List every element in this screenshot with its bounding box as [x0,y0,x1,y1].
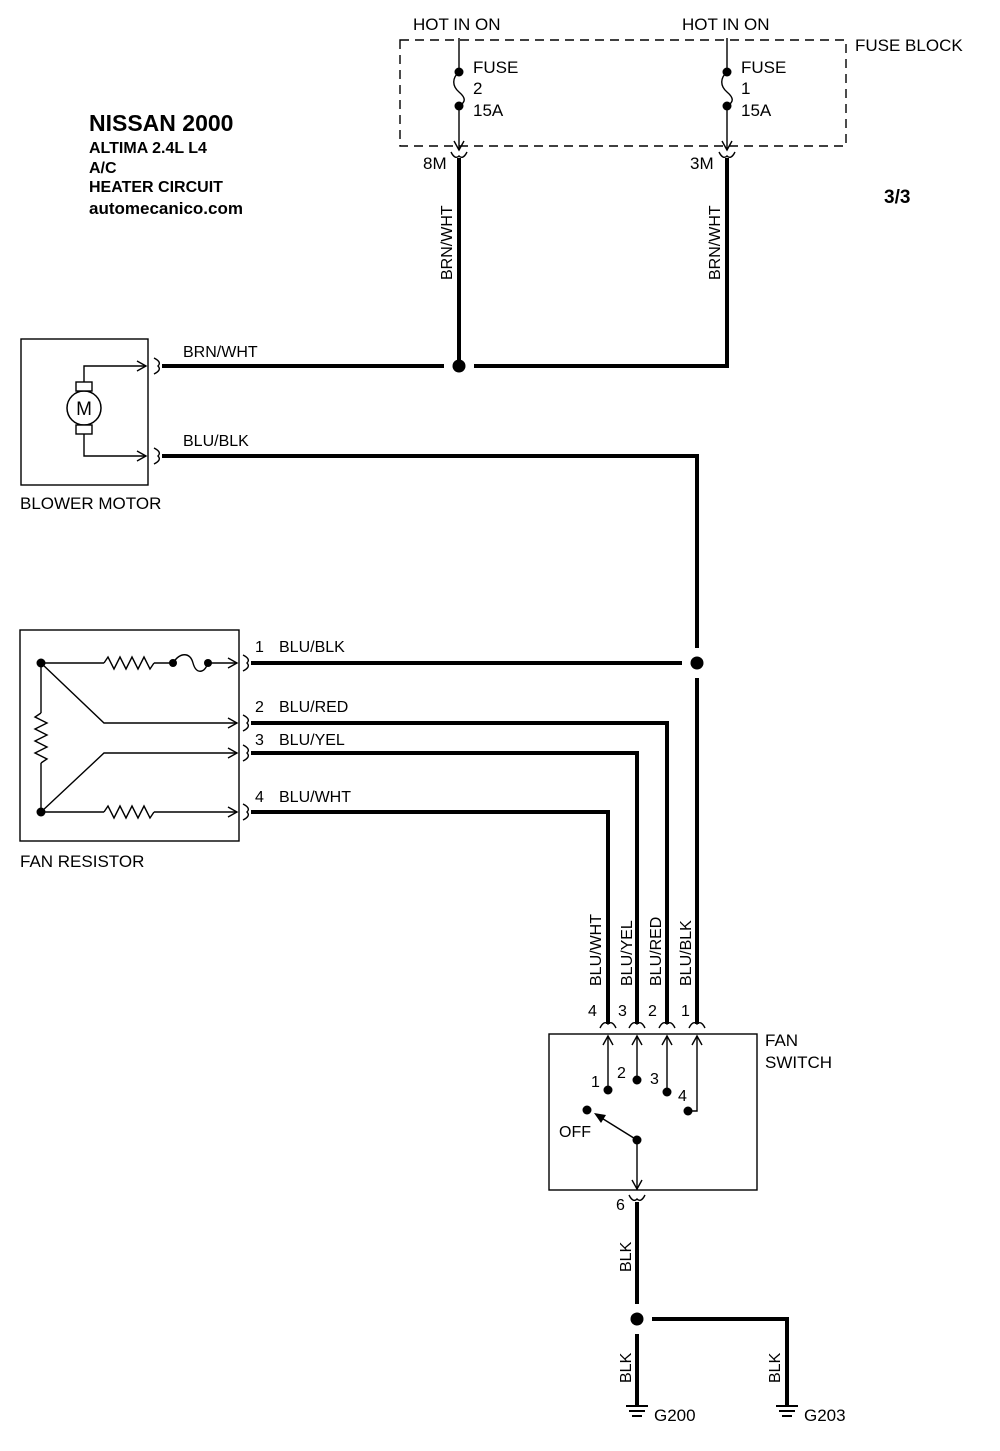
fuse-block-outline [399,39,847,147]
fuse-number-label: 1 [741,79,750,98]
wire-label: BLU/YEL [279,732,345,749]
wire-label: BRN/WHT [439,205,456,280]
resistor-wire-2: 2 BLU/RED [251,699,669,1024]
fan-switch-label: SWITCH [765,1053,832,1072]
fan-resistor-label: FAN RESISTOR [20,852,144,871]
switch-position-label: 4 [678,1088,687,1105]
diagram-title: NISSAN 2000 [89,110,233,136]
system-name: A/C [89,160,117,177]
switch-position-label: 2 [617,1065,626,1082]
wire-label: BLU/RED [279,699,348,716]
switch-position-label: 1 [591,1074,600,1091]
fuse-word-label: FUSE [473,58,518,77]
connector-pin-label: 3M [690,154,714,173]
fan-switch-label: FAN [765,1031,798,1050]
wire-label: BRN/WHT [183,344,258,361]
resistor-wire-1: 1 BLU/BLK [251,639,682,665]
website-label: automecanico.com [89,199,243,218]
wire-blk-g203 [652,1317,789,1406]
wire-label: BLK [618,1352,635,1383]
fan-resistor-box [19,629,240,842]
wire-label: BLK [767,1352,784,1383]
wire-label: BLU/YEL [619,920,636,986]
resistor-wire-4: 4 BLU/WHT [251,789,610,1024]
ground-label: G203 [804,1406,846,1425]
switch-position-label: 3 [650,1071,659,1088]
fuse-block-label: FUSE BLOCK [855,36,963,55]
connector-symbol [628,1194,646,1202]
motor-symbol: M [66,360,148,462]
ground-label: G200 [654,1406,696,1425]
connector-symbol [242,714,250,732]
blower-motor-box [20,338,149,486]
pin-label: 2 [648,1003,657,1020]
fuse-rating-label: 15A [741,101,772,120]
pin-label: 4 [588,1003,597,1020]
connector-symbol [658,1021,676,1029]
fuse-number-label: 2 [473,79,482,98]
wire-label: BLU/BLK [279,639,345,656]
pin-label: 1 [681,1003,690,1020]
switch-off-label: OFF [559,1124,591,1141]
connector-symbol [628,1021,646,1029]
fuse-word-label: FUSE [741,58,786,77]
splice-dot [690,656,704,670]
wire-label: BRN/WHT [707,205,724,280]
splice-dot [452,359,466,373]
connector-symbol [153,357,161,375]
resistor-network [33,654,239,820]
ground-g203-icon [776,1405,798,1417]
connector-symbol [599,1021,617,1029]
wire-label: BLK [618,1241,635,1272]
motor-letter: M [76,399,92,420]
connector-symbol [242,744,250,762]
fuse-1: HOT IN ON FUSE 1 15A 3M [682,15,786,173]
fan-switch-internals [582,1034,703,1191]
pin-label: 6 [616,1197,625,1214]
engine-model: ALTIMA 2.4L L4 [89,140,207,157]
pin-label: 4 [255,789,264,806]
page-number: 3/3 [884,187,910,208]
fuse-2: HOT IN ON FUSE 2 15A 8M [413,15,518,173]
wire-blu-blk-blower [162,454,699,648]
connector-symbol [242,803,250,821]
fuse-rating-label: 15A [473,101,504,120]
hot-in-on-label: HOT IN ON [682,15,770,34]
pin-label: 1 [255,639,264,656]
ground-g200-icon [626,1405,648,1417]
wire-brn-wht-fuse1 [474,158,729,368]
wire-label: BLU/BLK [678,920,695,986]
circuit-name: HEATER CIRCUIT [89,179,223,196]
pin-label: 2 [255,699,264,716]
blower-motor-label: BLOWER MOTOR [20,494,161,513]
wire-label: BLU/RED [648,917,665,986]
wire-label: BLU/WHT [588,914,605,986]
resistor-wire-3: 3 BLU/YEL [251,732,639,1024]
wire-label: BLU/BLK [183,433,249,450]
splice-dot [630,1312,644,1326]
pin-label: 3 [618,1003,627,1020]
fan-switch-box [548,1033,758,1191]
connector-symbol [242,654,250,672]
wire-label: BLU/WHT [279,789,351,806]
connector-symbol [153,447,161,465]
connector-pin-label: 8M [423,154,447,173]
connector-symbol [688,1021,706,1029]
hot-in-on-label: HOT IN ON [413,15,501,34]
pin-label: 3 [255,732,264,749]
